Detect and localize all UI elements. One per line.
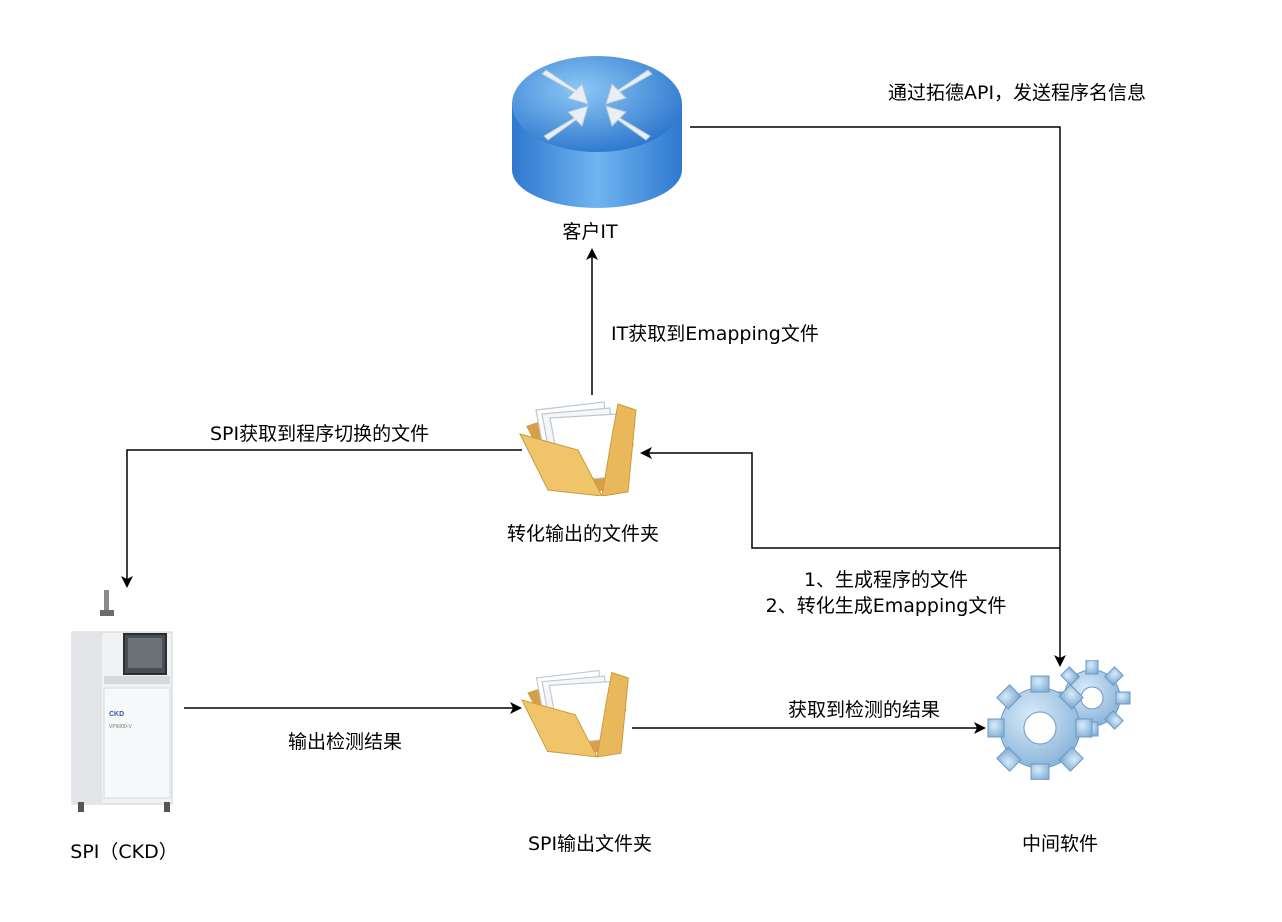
edge-label-spi-get: SPI获取到程序切换的文件: [210, 423, 430, 445]
spi-machine-label: SPI（CKD）: [70, 841, 178, 863]
edge-label-generate-2: 2、转化生成Emapping文件: [765, 595, 1007, 617]
folder-icon: [520, 669, 629, 758]
middleware-label: 中间软件: [1021, 833, 1099, 855]
spi-brand-text: CKD: [109, 711, 124, 718]
edge-label-it-get: IT获取到Emapping文件: [611, 323, 819, 345]
spi-folder-label: SPI输出文件夹: [527, 833, 653, 855]
folder-icon: [519, 401, 637, 496]
spi-model-text: VP9000-V: [109, 724, 132, 730]
router-label: 客户IT: [562, 221, 618, 243]
gears-icon: [987, 660, 1131, 780]
edge-spi-get: [121, 449, 522, 588]
edge-label-get-result: 获取到检测的结果: [788, 699, 941, 721]
spi-machine-icon: CKD VP9000-V: [71, 590, 173, 812]
edge-generate-files: [640, 447, 1060, 549]
edge-api-send: [690, 126, 1066, 667]
edge-label-generate-1: 1、生成程序的文件: [803, 569, 969, 591]
transfer-folder-label: 转化输出的文件夹: [506, 523, 660, 545]
router-icon: [512, 56, 682, 208]
edge-label-api-send: 通过拓德API，发送程序名信息: [888, 82, 1147, 104]
edge-label-output-result: 输出检测结果: [288, 731, 403, 753]
